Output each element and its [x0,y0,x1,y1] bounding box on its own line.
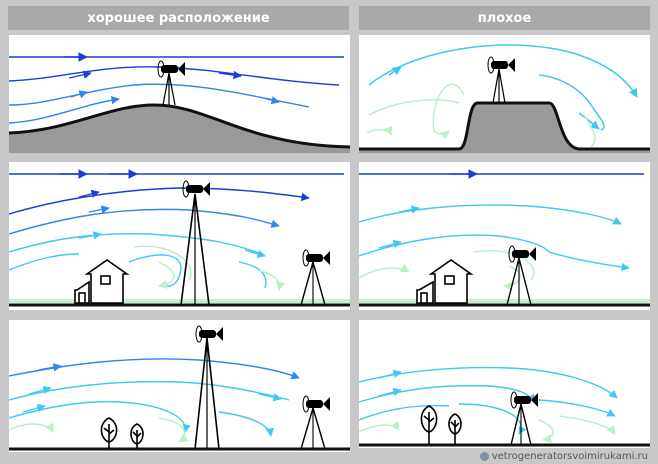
wind-turbine-icon [183,181,210,197]
site-logo-icon [480,452,489,461]
house-icon [417,260,471,303]
tree-icon [449,414,461,445]
panel-trees-bad [359,320,650,448]
watermark: vetrogeneratorsvoimirukami.ru [478,451,650,462]
panel-trees-good [9,320,350,452]
tree-icon [421,406,436,445]
column-header-good: хорошее расположение [8,6,349,30]
panel-house-bad [359,162,650,310]
panel-house-good [9,162,350,310]
panel-hill-good [9,35,350,153]
wind-turbine-icon [196,326,223,342]
tree-icon [131,424,143,449]
wind-turbine-icon [303,250,330,266]
column-header-bad: плохое [359,6,650,30]
wind-turbine-icon [303,396,330,412]
watermark-text: vetrogeneratorsvoimirukami.ru [492,451,648,462]
wind-turbine-icon [509,246,536,262]
tree-icon [101,418,116,449]
panel-plateau-bad [359,35,650,153]
wind-turbine-icon [488,57,515,73]
wind-turbine-icon [158,61,185,77]
house-icon [75,260,127,303]
wind-turbine-icon [511,392,538,408]
